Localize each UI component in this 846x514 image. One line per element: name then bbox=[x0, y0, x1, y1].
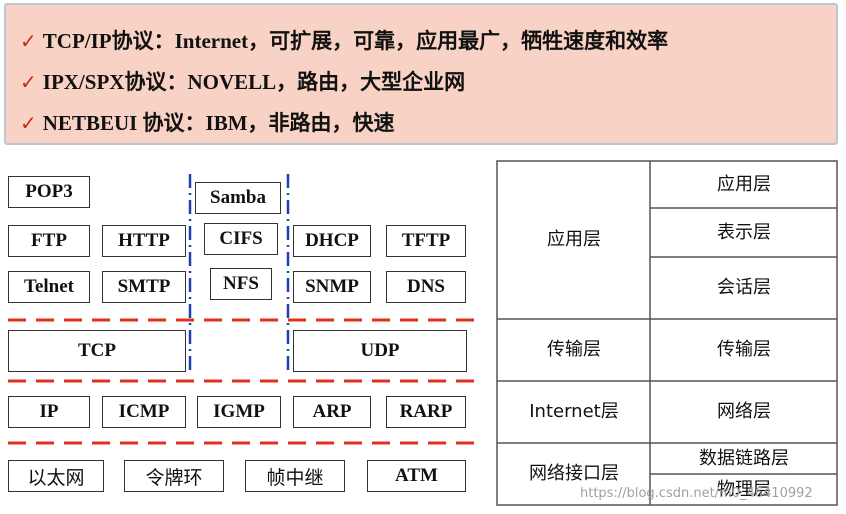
protocol-box-telnet: Telnet bbox=[8, 271, 90, 303]
protocol-box-tcp: TCP bbox=[8, 330, 186, 372]
bullet-tcpip: ✓TCP/IP协议：Internet，可扩展，可靠，应用最广，牺牲速度和效率 bbox=[20, 29, 669, 53]
osi-layer-network: 网络层 bbox=[717, 401, 771, 422]
blue-dashdot-dividers bbox=[188, 174, 290, 372]
osi-layer-application: 应用层 bbox=[717, 174, 771, 195]
protocol-box-udp: UDP bbox=[293, 330, 467, 372]
protocol-box-token-ring: 令牌环 bbox=[124, 460, 224, 492]
protocol-box-atm: ATM bbox=[367, 460, 466, 492]
bullet-ipxspx: ✓IPX/SPX协议：NOVELL，路由，大型企业网 bbox=[20, 70, 466, 94]
protocol-box-tftp: TFTP bbox=[386, 225, 466, 257]
protocol-box-dhcp: DHCP bbox=[293, 225, 371, 257]
osi-layer-data-link: 数据链路层 bbox=[699, 448, 789, 469]
bullet-netbeui: ✓NETBEUI 协议：IBM，非路由，快速 bbox=[20, 111, 395, 135]
protocol-box-ip: IP bbox=[8, 396, 90, 428]
protocol-box-rarp: RARP bbox=[386, 396, 466, 428]
protocol-box-dns: DNS bbox=[386, 271, 466, 303]
protocol-box-samba: Samba bbox=[195, 182, 281, 214]
protocol-box-ftp: FTP bbox=[8, 225, 90, 257]
table-outline bbox=[496, 160, 838, 506]
check-icon: ✓ bbox=[20, 29, 37, 53]
protocol-box-icmp: ICMP bbox=[102, 396, 186, 428]
tcpip-layer-transport: 传输层 bbox=[547, 339, 601, 360]
tcpip-layer-internet: Internet层 bbox=[529, 401, 618, 422]
protocol-description-panel: ✓TCP/IP协议：Internet，可扩展，可靠，应用最广，牺牲速度和效率 ✓… bbox=[4, 3, 838, 145]
protocol-box-ethernet: 以太网 bbox=[8, 460, 104, 492]
tcpip-layer-application: 应用层 bbox=[547, 229, 601, 250]
source-watermark: https://blog.csdn.net/m0_46410992 bbox=[580, 486, 813, 501]
protocol-box-igmp: IGMP bbox=[197, 396, 281, 428]
protocol-box-smtp: SMTP bbox=[102, 271, 186, 303]
protocol-box-nfs: NFS bbox=[210, 268, 272, 300]
protocol-box-frame-relay: 帧中继 bbox=[245, 460, 345, 492]
protocol-box-cifs: CIFS bbox=[204, 223, 278, 255]
protocol-box-arp: ARP bbox=[293, 396, 371, 428]
osi-layer-presentation: 表示层 bbox=[717, 222, 771, 243]
protocol-box-snmp: SNMP bbox=[293, 271, 371, 303]
osi-layer-session: 会话层 bbox=[717, 277, 771, 298]
protocol-box-http: HTTP bbox=[102, 225, 186, 257]
protocol-box-pop3: POP3 bbox=[8, 176, 90, 208]
osi-layer-transport: 传输层 bbox=[717, 339, 771, 360]
tcpip-layer-network-interface: 网络接口层 bbox=[529, 463, 619, 484]
osi-layer-physical: 物理层 bbox=[717, 479, 771, 500]
check-icon: ✓ bbox=[20, 70, 37, 94]
red-dashed-dividers bbox=[8, 318, 478, 445]
check-icon: ✓ bbox=[20, 111, 37, 135]
layer-comparison-table: 应用层 传输层 Internet层 网络接口层 应用层 表示层 会话层 传输层 … bbox=[496, 160, 838, 506]
